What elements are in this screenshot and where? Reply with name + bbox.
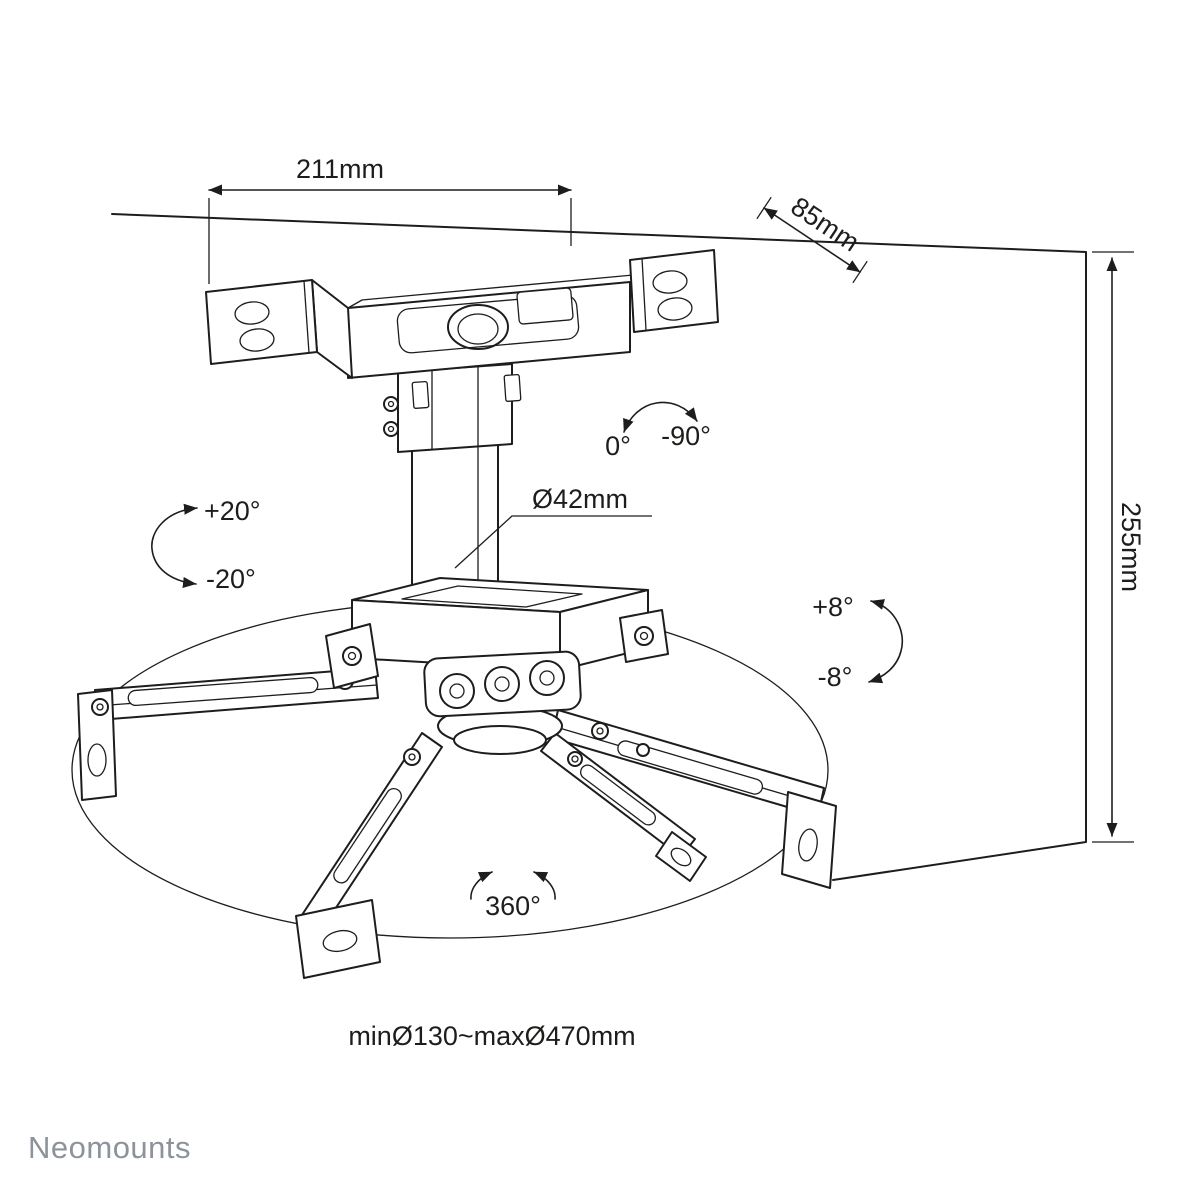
arm-left-slot [127, 676, 319, 707]
knob-1-center [449, 683, 465, 699]
rotation-range-label: minØ130~maxØ470mm [348, 1021, 635, 1051]
pole-diameter-leader [454, 515, 652, 569]
wing-right [629, 249, 719, 333]
arm-front-left [295, 732, 443, 979]
pole-diameter-label: Ø42mm [532, 484, 628, 514]
roll-angle-annotation: +8° -8° [812, 592, 904, 692]
ceiling-bracket [205, 249, 719, 453]
wing-left-fold [303, 280, 310, 354]
knob-1 [439, 673, 475, 709]
foot-front-right-hole [670, 847, 692, 867]
knob-3 [529, 660, 565, 696]
arm-right-bolt-center [596, 727, 604, 735]
brand-logo-text: Neomounts [28, 1130, 191, 1165]
tilt-up-label: +20° [204, 496, 261, 526]
roll-up-label: +8° [812, 592, 854, 622]
height-dimension: 255mm [1092, 251, 1146, 843]
head-flange-right-bolt [634, 626, 654, 646]
foot-right [781, 791, 837, 889]
roll-down-label: -8° [818, 662, 853, 692]
arm-right-bolt [591, 722, 609, 740]
sleeve-bolt-1-center [387, 400, 395, 408]
arm-front-right-bolt-center [571, 755, 579, 763]
arm-front-left-bolt [403, 748, 421, 766]
foot-right-hole [798, 828, 818, 862]
wing-right-hole-1 [652, 270, 688, 294]
rotation-label: 360° [485, 891, 541, 921]
swivel-base [437, 705, 563, 755]
arm-front-right [540, 732, 707, 882]
rotation-annotation: 360° [470, 871, 556, 921]
depth-dimension-label: 85mm [786, 191, 865, 257]
foot-left-bolt [91, 698, 109, 716]
ball-joint-outer [447, 304, 509, 350]
wing-left-hole-1 [234, 301, 270, 325]
arm-right-slot [617, 740, 764, 795]
foot-front-left-hole [322, 929, 358, 953]
foot-left [77, 689, 117, 801]
knob-2 [484, 666, 520, 702]
swing-start-label: 0° [605, 431, 631, 461]
roll-arrow [868, 599, 904, 684]
sleeve-bolt-2 [383, 421, 399, 437]
head-flange-right-bolt-center [639, 631, 649, 641]
ceiling-edge [111, 213, 1087, 881]
foot-front-left [295, 899, 381, 979]
arm-front-left-slot [333, 787, 402, 884]
swing-arrow [623, 401, 698, 433]
knob-2-center [494, 676, 510, 692]
head-flange-left-bolt [342, 646, 362, 666]
sleeve-tab-1 [411, 380, 430, 409]
head-top-opening [401, 585, 583, 608]
rotation-arrow-right [533, 871, 556, 900]
swing-end-label: -90° [661, 421, 711, 451]
wing-left-bend [311, 279, 353, 379]
width-dimension-label: 211mm [296, 154, 384, 184]
tilt-arrow [151, 503, 198, 588]
ball-joint-inner [457, 313, 499, 345]
wing-right-fold [641, 257, 647, 331]
swing-angle-annotation: 0° -90° [605, 401, 711, 461]
ceiling-plane [111, 213, 1087, 881]
width-dimension: 211mm [208, 154, 572, 284]
foot-front-right [655, 831, 707, 882]
arm-left [77, 667, 379, 801]
depth-dimension: 85mm [756, 191, 868, 284]
arm-right [551, 709, 837, 889]
tilt-down-label: -20° [206, 564, 256, 594]
height-dimension-label: 255mm [1116, 502, 1146, 592]
sleeve-bolt-2-center [387, 425, 395, 433]
tilt-angle-annotation: +20° -20° [151, 496, 261, 594]
arm-front-right-slot [580, 764, 656, 826]
sleeve-bolt-1 [383, 396, 399, 412]
depth-dimension-line [763, 207, 861, 273]
pole-diameter-callout: Ø42mm [454, 484, 652, 569]
knob-3-center [539, 670, 555, 686]
arm-right-bolt2 [636, 743, 650, 757]
head-flange-left-bolt-center [347, 651, 357, 661]
wing-left-hole-2 [239, 328, 275, 352]
sleeve-tab-2 [503, 373, 522, 402]
foot-left-hole [87, 743, 107, 777]
arm-front-right-bolt [567, 751, 583, 767]
arm-front-left-bolt-center [408, 753, 416, 761]
mount-head [325, 577, 669, 718]
swivel-plate-lower [453, 725, 547, 755]
bracket-plate-detail [516, 287, 574, 325]
foot-left-bolt-center [96, 703, 104, 711]
rotation-arrow-left [470, 871, 493, 900]
wing-right-hole-2 [657, 297, 693, 321]
